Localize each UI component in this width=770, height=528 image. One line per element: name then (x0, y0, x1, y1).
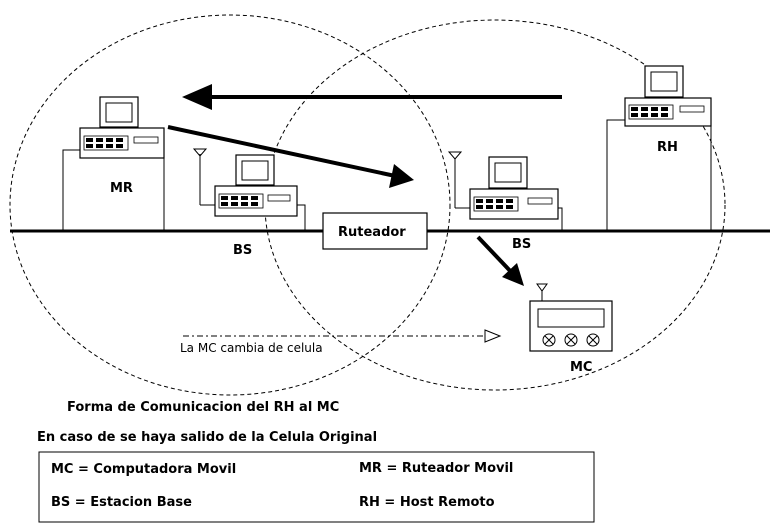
mc-device (529, 283, 613, 352)
movement-label: La MC cambia de celula (180, 341, 323, 355)
arrow-bs-to-mc-head (502, 263, 524, 286)
legend-box (38, 451, 595, 523)
legend-rh: RH = Host Remoto (359, 495, 495, 510)
legend-mr: MR = Ruteador Movil (359, 461, 513, 476)
bs-left-label: BS (233, 243, 252, 258)
mc-label: MC (570, 360, 592, 375)
arrow-mr-to-bs-head (389, 164, 414, 188)
bs-right-computer (447, 151, 563, 231)
legend-mc: MC = Computadora Movil (51, 462, 236, 477)
bs-right-label: BS (512, 237, 531, 252)
arrow-rh-to-mr-head (182, 84, 212, 110)
rh-computer (606, 65, 712, 231)
mr-computer (62, 96, 165, 231)
movement-arrow-head (484, 329, 502, 343)
caption-line-1: Forma de Comunicacion del RH al MC (67, 400, 339, 415)
rh-label: RH (657, 140, 678, 155)
left-cell-circle (9, 14, 451, 396)
bs-left-computer (192, 148, 306, 231)
router-label: Ruteador (338, 225, 406, 240)
arrow-mr-to-bs (167, 125, 401, 179)
mr-label: MR (110, 181, 133, 196)
legend-bs: BS = Estacion Base (51, 495, 192, 510)
router-box (322, 212, 428, 250)
caption-line-2: En caso de se haya salido de la Celula O… (37, 430, 377, 445)
arrow-bs-to-mc (476, 235, 517, 278)
